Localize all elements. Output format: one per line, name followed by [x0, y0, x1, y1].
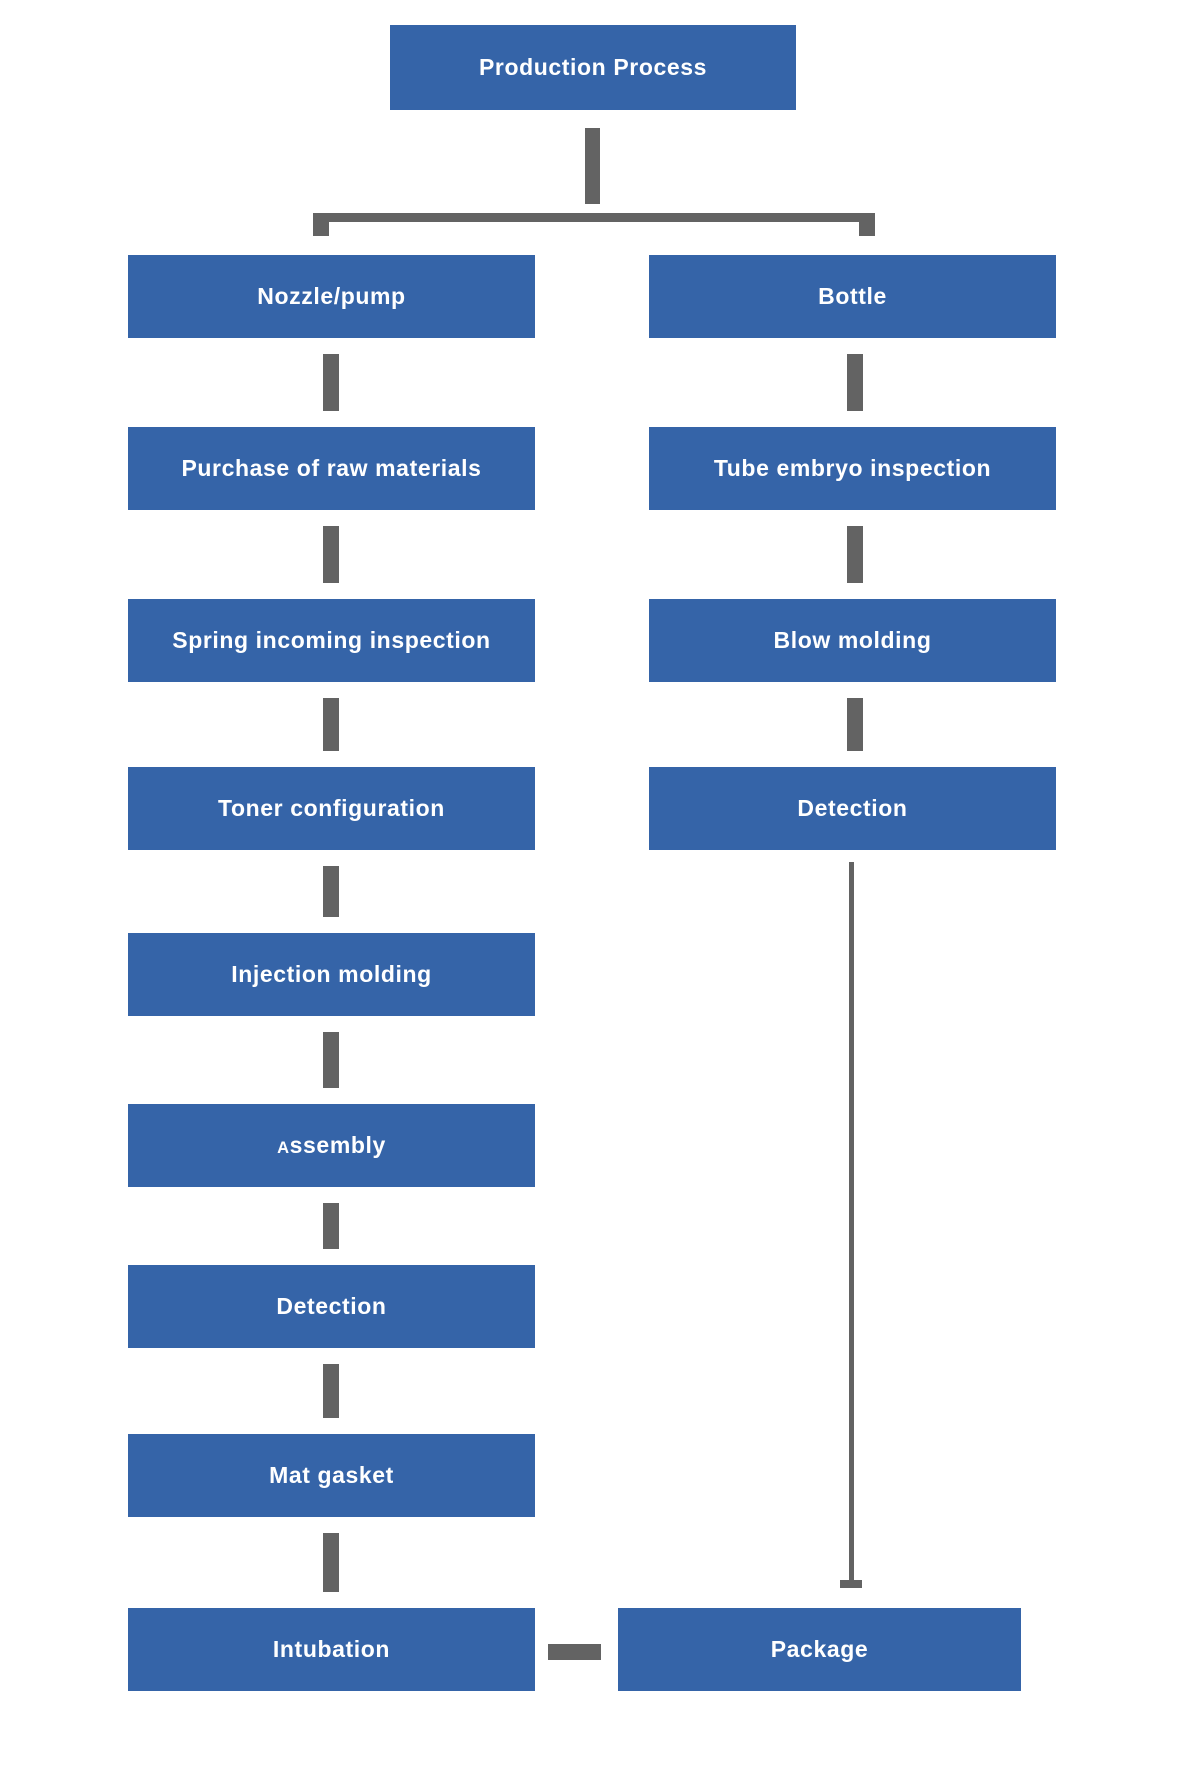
connector-branch-left-drop [313, 213, 329, 236]
node-label: Purchase of raw materials [181, 455, 482, 481]
node-assembly: Assembly [128, 1104, 535, 1187]
connector-intubation-to-package [548, 1644, 601, 1660]
node-label: Detection [276, 1293, 387, 1319]
connector-injection-to-assembly [323, 1032, 339, 1088]
node-label: Bottle [818, 283, 887, 309]
node-toner-configuration: Toner configuration [128, 767, 535, 850]
connector-nozzle-to-purchase [323, 354, 339, 411]
node-spring-incoming-inspection: Spring incoming inspection [128, 599, 535, 682]
node-bottle: Bottle [649, 255, 1056, 338]
node-blow-molding: Blow molding [649, 599, 1056, 682]
node-intubation: Intubation [128, 1608, 535, 1691]
connector-detection-to-package-cap [840, 1580, 862, 1588]
node-tube-embryo-inspection: Tube embryo inspection [649, 427, 1056, 510]
node-label: Detection [797, 795, 908, 821]
connector-blow-molding-to-detection [847, 698, 863, 751]
node-label: Nozzle/pump [257, 283, 406, 309]
node-label: Toner configuration [218, 795, 445, 821]
node-label: Production Process [478, 54, 708, 80]
node-label: Intubation [272, 1636, 391, 1662]
node-label: Spring incoming inspection [172, 627, 491, 653]
node-label: Mat gasket [269, 1462, 394, 1488]
node-label: Blow molding [773, 627, 932, 653]
connector-spring-to-toner [323, 698, 339, 751]
connector-branch-bar [313, 213, 875, 222]
node-injection-molding: Injection molding [128, 933, 535, 1016]
connector-branch-right-drop [859, 213, 875, 236]
connector-assembly-to-detection [323, 1203, 339, 1249]
node-label: Package [770, 1636, 869, 1662]
connector-toner-to-injection [323, 866, 339, 917]
connector-tube-embryo-to-blow-molding [847, 526, 863, 583]
node-label: Injection molding [231, 961, 432, 987]
connector-bottle-to-tube-embryo [847, 354, 863, 411]
connector-mat-gasket-to-intubation [323, 1533, 339, 1592]
node-production-process: Production Process [390, 25, 796, 110]
connector-detection-to-mat-gasket [323, 1364, 339, 1418]
node-nozzle-pump: Nozzle/pump [128, 255, 535, 338]
node-purchase-of-raw-materials: Purchase of raw materials [128, 427, 535, 510]
connector-detection-to-package-line [849, 862, 854, 1580]
node-detection-left: Detection [128, 1265, 535, 1348]
node-label: Tube embryo inspection [713, 455, 992, 481]
node-detection-right: Detection [649, 767, 1056, 850]
connector-purchase-to-spring [323, 526, 339, 583]
node-label: Assembly [277, 1132, 386, 1158]
node-package: Package [618, 1608, 1021, 1691]
node-mat-gasket: Mat gasket [128, 1434, 535, 1517]
connector-title-stub [585, 128, 600, 204]
